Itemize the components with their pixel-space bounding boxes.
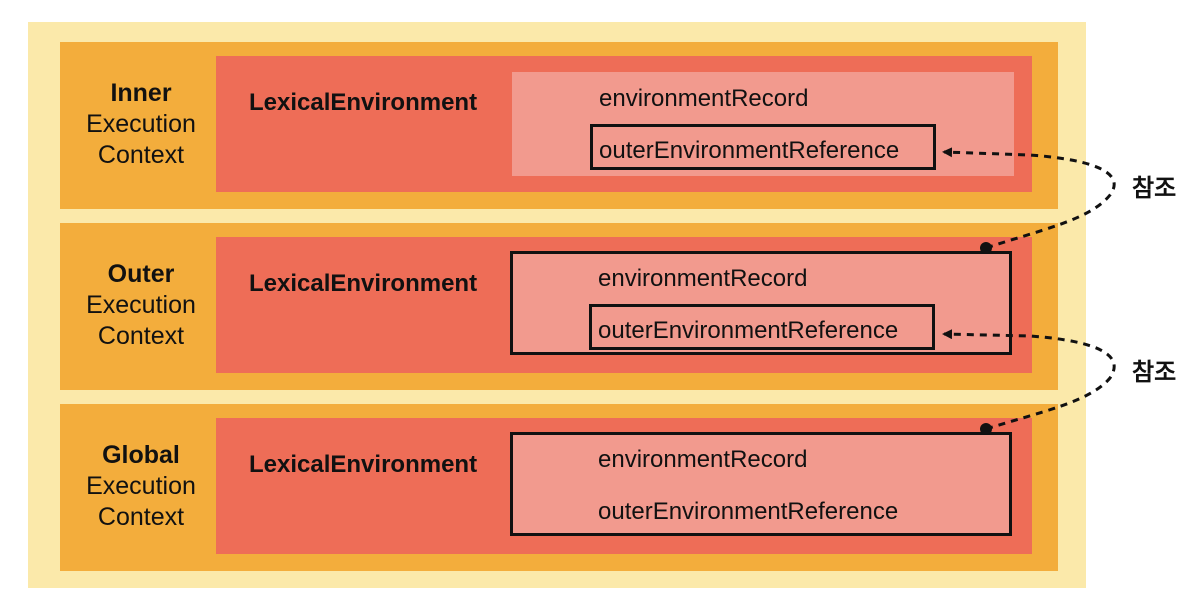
context-label-line: Context: [97, 322, 185, 350]
lexical-environment-title: LexicalEnvironment: [249, 270, 478, 297]
environment-record: environmentRecord: [599, 85, 809, 112]
context-label: Outer Execution Context: [60, 259, 222, 352]
lexical-environment-box: LexicalEnvironment environmentRecord out…: [216, 237, 1032, 373]
context-label-line: Context: [97, 141, 185, 169]
context-label-line: Execution: [86, 110, 196, 138]
context-name: Global: [102, 441, 180, 469]
reference-label: 참조: [1132, 359, 1177, 386]
inner-execution-context: Inner Execution Context LexicalEnvironme…: [60, 42, 1058, 209]
environment-box: environmentRecord outerEnvironmentRefere…: [510, 432, 1012, 536]
outer-environment-reference: outerEnvironmentReference: [589, 304, 935, 350]
context-label-line: Context: [97, 503, 185, 531]
environment-box: environmentRecord outerEnvironmentRefere…: [512, 72, 1014, 176]
environment-record: environmentRecord: [598, 265, 808, 292]
context-name: Inner: [110, 79, 172, 107]
reference-dot: [980, 423, 992, 435]
context-label: Global Execution Context: [60, 440, 222, 533]
reference-arrow-outer: [942, 329, 1116, 435]
reference-dot: [980, 242, 992, 254]
reference-arrow-inner: [942, 147, 1116, 254]
lexical-environment-box: LexicalEnvironment environmentRecord out…: [216, 418, 1032, 554]
reference-label: 참조: [1132, 175, 1177, 202]
context-label-line: Execution: [86, 472, 196, 500]
global-execution-context: Global Execution Context LexicalEnvironm…: [60, 404, 1058, 571]
lexical-environment-title: LexicalEnvironment: [249, 89, 478, 116]
outer-environment-reference: outerEnvironmentReference: [598, 498, 899, 525]
environment-box: environmentRecord outerEnvironmentRefere…: [510, 251, 1012, 355]
context-label-line: Execution: [86, 291, 196, 319]
outer-execution-context: Outer Execution Context LexicalEnvironme…: [60, 223, 1058, 390]
context-label: Inner Execution Context: [60, 78, 222, 171]
lexical-environment-box: LexicalEnvironment environmentRecord out…: [216, 56, 1032, 192]
context-name: Outer: [107, 260, 175, 288]
lexical-environment-title: LexicalEnvironment: [249, 451, 478, 478]
outer-environment-reference: outerEnvironmentReference: [590, 124, 936, 170]
environment-record: environmentRecord: [598, 446, 808, 473]
